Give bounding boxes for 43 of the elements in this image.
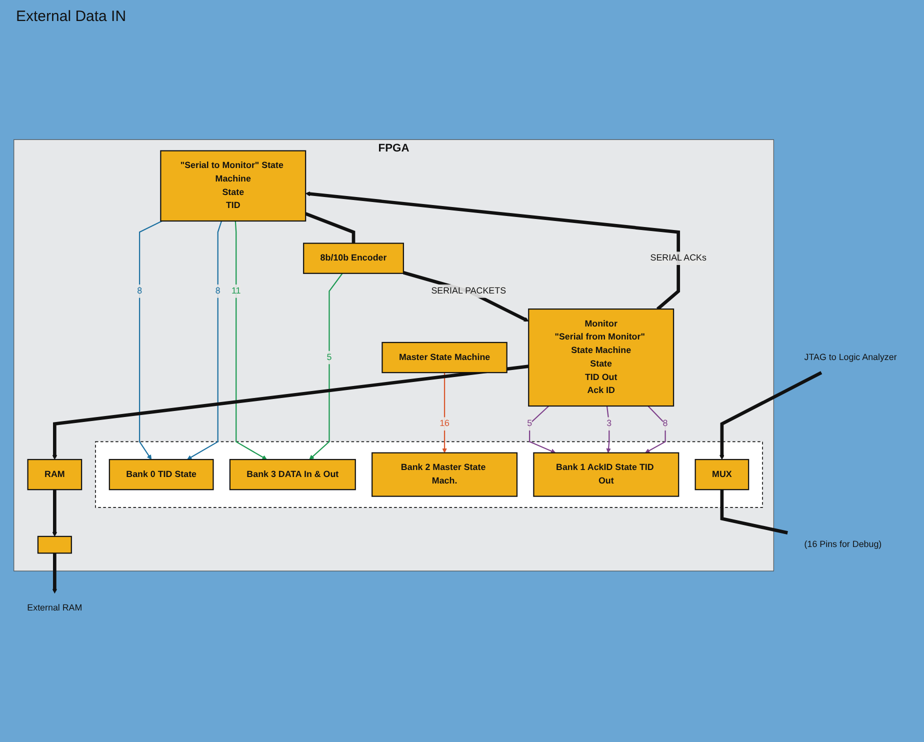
edge-label: 8 xyxy=(662,418,668,428)
arrow xyxy=(529,406,556,454)
node-text: (16 Pins for Debug) xyxy=(804,540,882,550)
node-box xyxy=(160,150,306,222)
arrow xyxy=(645,406,666,454)
node-box xyxy=(27,458,82,490)
node-box xyxy=(372,452,518,497)
edge-label: SERIAL PACKETS xyxy=(431,286,506,296)
connector xyxy=(720,490,788,534)
arrow xyxy=(52,553,58,594)
cluster xyxy=(14,139,774,572)
arrow xyxy=(720,371,822,460)
arrow xyxy=(402,270,529,322)
arrow xyxy=(442,372,447,454)
node-box xyxy=(528,308,674,407)
node-box xyxy=(303,242,404,274)
edge-label: 16 xyxy=(440,418,450,428)
node-text: External RAM xyxy=(27,603,82,613)
arrow xyxy=(305,191,680,310)
arrow xyxy=(234,220,267,460)
node-box xyxy=(694,458,750,490)
arrow xyxy=(139,220,162,460)
cluster xyxy=(95,441,763,508)
arrow xyxy=(52,364,529,460)
edge-label: 5 xyxy=(527,418,532,428)
node-box xyxy=(533,452,680,497)
arrow xyxy=(52,490,58,537)
connector xyxy=(304,212,356,244)
node-box xyxy=(108,458,214,490)
arrow xyxy=(309,273,343,460)
node-box xyxy=(37,536,72,554)
edge-label: SERIAL ACKs xyxy=(650,253,706,263)
arrow xyxy=(186,220,222,460)
note-text: External Data IN xyxy=(16,8,126,25)
arrow xyxy=(606,406,611,454)
edge-label: 3 xyxy=(606,418,612,428)
edge-label: 8 xyxy=(137,286,142,296)
node-text: JTAG to Logic Analyzer xyxy=(804,352,897,362)
edge-label: 5 xyxy=(326,352,332,362)
edge-label: 8 xyxy=(215,286,220,296)
node-box xyxy=(229,458,356,490)
edge-label: 11 xyxy=(231,286,241,296)
node-box xyxy=(382,342,508,374)
